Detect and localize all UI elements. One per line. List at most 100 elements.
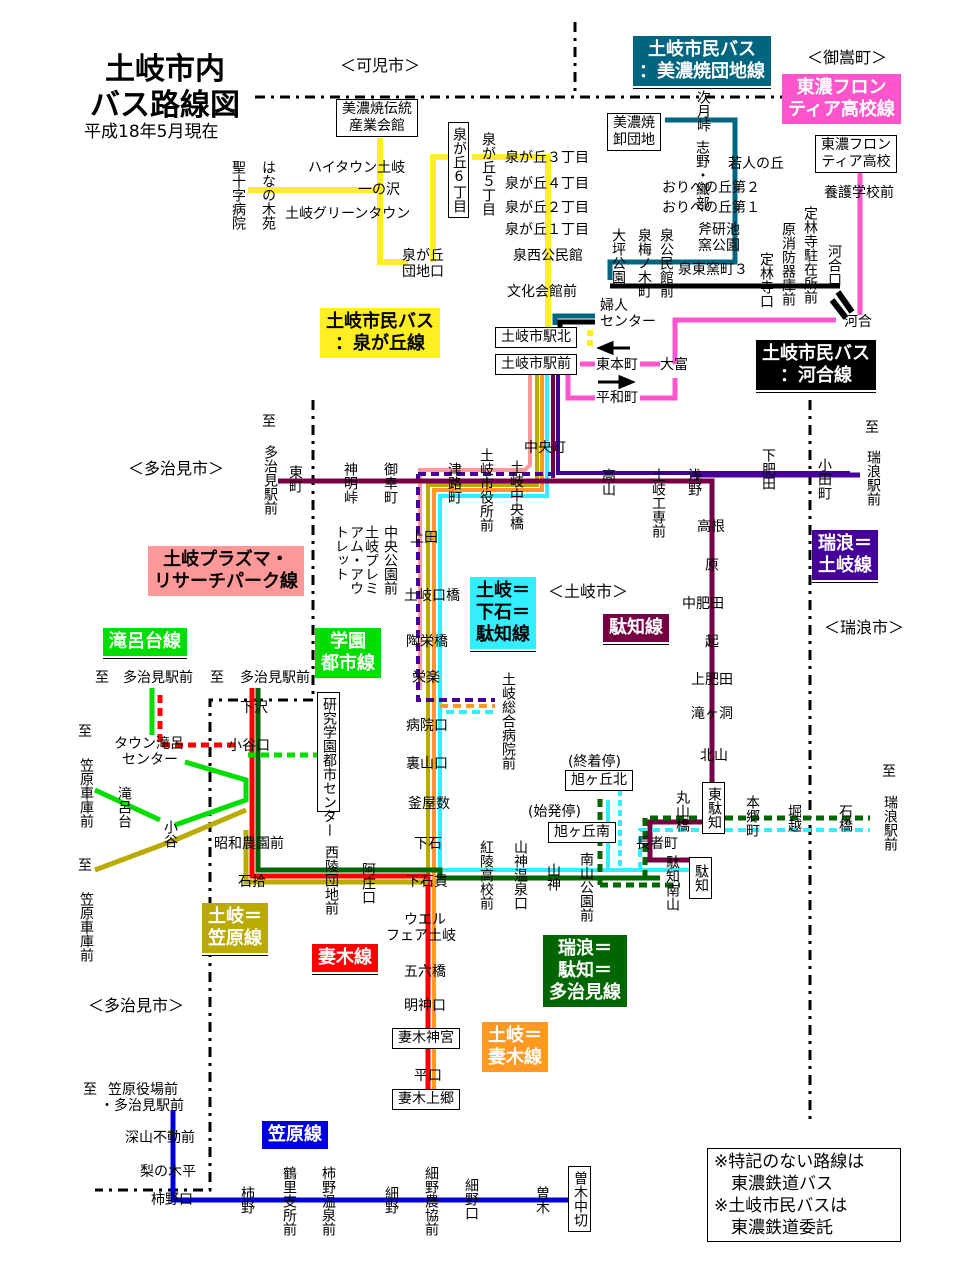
- stop-tsumagi-jingu[interactable]: 妻木神宮: [392, 1028, 460, 1049]
- stop-urayama[interactable]: 裏山口: [406, 756, 448, 772]
- badge-mizunami-dachi-tajimi[interactable]: 瑞浪＝駄知＝多治見線: [543, 935, 627, 1007]
- stop-showa[interactable]: 昭和農園前: [214, 836, 284, 852]
- stop-kawai-guchi[interactable]: 河合口: [826, 244, 842, 286]
- stop-izumi-higashi[interactable]: 泉東窯町３: [678, 262, 748, 278]
- stop-higashimoto[interactable]: 東本町: [596, 357, 638, 373]
- badge-frontier[interactable]: 東濃フロンティア高校線: [782, 74, 901, 124]
- stop-shino-oribe[interactable]: 志野・織部: [694, 140, 710, 210]
- stop-izumigaoka5[interactable]: 泉が丘５丁目: [480, 132, 496, 216]
- stop-sogi-nakagiri[interactable]: 曽木中切: [568, 1166, 591, 1232]
- stop-miyuki[interactable]: 御幸町: [382, 462, 398, 504]
- stop-dachi-minami[interactable]: 駄知南山: [664, 855, 680, 911]
- stop-yamagami-onsen[interactable]: 山神温泉口: [512, 840, 528, 910]
- stop-koda[interactable]: 小田町: [816, 458, 832, 500]
- stop-toki-eki-mae[interactable]: 土岐市駅前: [495, 354, 577, 375]
- stop-wel[interactable]: ウエルフェア土岐: [386, 912, 456, 944]
- badge-tsumagi[interactable]: 妻木線: [312, 944, 378, 974]
- stop-kamihida[interactable]: 上肥田: [691, 672, 733, 688]
- badge-dachi[interactable]: 駄知線: [603, 614, 669, 644]
- stop-asahigaoka-minami[interactable]: 旭ヶ丘南: [548, 822, 616, 843]
- badge-mizunami-toki[interactable]: 瑞浪＝土岐線: [812, 530, 878, 582]
- stop-asano[interactable]: 浅野: [686, 468, 702, 496]
- stop-chuo[interactable]: 中央町: [524, 440, 566, 456]
- stop-tsukiyoshi[interactable]: 次月峠: [695, 90, 711, 132]
- stop-kakinoguchi[interactable]: 柿野口: [151, 1192, 193, 1208]
- stop-horikoshi[interactable]: 堀越: [786, 804, 802, 832]
- stop-hara[interactable]: 原: [705, 558, 719, 574]
- stop-kotaniguchi[interactable]: 小谷口: [228, 738, 270, 754]
- stop-minoyaki-oroshi[interactable]: 美濃焼卸団地: [607, 113, 661, 151]
- stop-hosono-nokyo[interactable]: 細野農協前: [423, 1166, 439, 1236]
- stop-hightown[interactable]: ハイタウン土岐: [308, 160, 406, 176]
- stop-heiwa[interactable]: 平和町: [596, 390, 638, 406]
- stop-omiya[interactable]: 大富: [660, 357, 688, 373]
- stop-takane[interactable]: 高根: [697, 519, 725, 535]
- stop-koryo[interactable]: 紅陵高校前: [478, 840, 494, 910]
- stop-town-takiro[interactable]: タウン滝呂センター: [114, 736, 184, 768]
- stop-fujin[interactable]: 婦人センター: [600, 298, 656, 330]
- stop-takirodai[interactable]: 滝呂台: [116, 786, 132, 828]
- stop-minoyaki-dento[interactable]: 美濃焼伝統産業会館: [336, 99, 418, 137]
- stop-kamaya[interactable]: 釜屋数: [408, 796, 450, 812]
- stop-shimohida[interactable]: 下肥田: [760, 448, 776, 490]
- stop-shinmei[interactable]: 神明峠: [342, 462, 358, 504]
- stop-tokiguchi[interactable]: 土岐口橋: [404, 588, 460, 604]
- stop-takigahora[interactable]: 滝ヶ洞: [691, 706, 733, 722]
- stop-shobo[interactable]: 原消防器庫前: [780, 222, 796, 306]
- badge-gakuen[interactable]: 学園都市線: [315, 628, 381, 678]
- stop-tajimi-eki2[interactable]: 多治見駅前: [123, 670, 193, 686]
- badge-toki-shimoishi-dachi[interactable]: 土岐＝下石＝駄知線: [470, 577, 536, 651]
- stop-sogo-byoin[interactable]: 土岐総合病院前: [500, 672, 516, 770]
- stop-kenkyu-center[interactable]: 研究学園都市センター: [317, 692, 340, 837]
- stop-nakahida[interactable]: 中肥田: [682, 596, 724, 612]
- badge-takirodai[interactable]: 滝呂台線: [103, 628, 187, 658]
- stop-kasahara-shako1[interactable]: 笠原車庫前: [78, 758, 94, 828]
- stop-kakino-onsen[interactable]: 柿野温泉前: [320, 1166, 336, 1236]
- stop-premium-outlet[interactable]: 土岐プレミアム・アウトレット: [333, 525, 379, 595]
- badge-izumigaoka[interactable]: 土岐市民バス：泉が丘線: [320, 308, 440, 358]
- stop-mizunami-eki[interactable]: 瑞浪駅前: [865, 450, 881, 506]
- stop-oki[interactable]: 起: [705, 634, 719, 650]
- stop-sogi[interactable]: 曽木: [534, 1186, 550, 1214]
- stop-maruyama[interactable]: 丸山橋: [674, 790, 690, 832]
- stop-izumigaoka1[interactable]: 泉が丘１丁目: [505, 222, 589, 238]
- stop-ishihiroi[interactable]: 石拾: [238, 874, 266, 890]
- stop-taira[interactable]: 平口: [414, 1068, 442, 1084]
- stop-mizunami-eki2[interactable]: 瑞浪駅前: [882, 795, 898, 851]
- badge-minoyaki[interactable]: 土岐市民バス：美濃焼団地線: [633, 36, 771, 88]
- stop-ichinosawa[interactable]: 一の沢: [358, 182, 400, 198]
- stop-goroku[interactable]: 五六橋: [404, 964, 446, 980]
- stop-tajimi-eki3[interactable]: 多治見駅前: [240, 670, 310, 686]
- stop-izumigaoka4[interactable]: 泉が丘４丁目: [505, 176, 589, 192]
- stop-tsurusato[interactable]: 鶴里支所前: [281, 1166, 297, 1236]
- badge-kasahara[interactable]: 笠原線: [262, 1121, 328, 1149]
- stop-shimozawa[interactable]: 下沢: [240, 700, 268, 716]
- stop-toei[interactable]: 陶栄橋: [406, 634, 448, 650]
- stop-dachi[interactable]: 駄知: [689, 857, 712, 899]
- stop-shiyakusho[interactable]: 土岐市役所前: [478, 448, 494, 532]
- stop-greentown[interactable]: 土岐グリーンタウン: [285, 206, 411, 222]
- badge-toki-tsumagi[interactable]: 土岐＝妻木線: [482, 1022, 548, 1072]
- stop-byoin[interactable]: 病院口: [406, 718, 448, 734]
- stop-izumigaoka-danchi[interactable]: 泉が丘団地口: [402, 248, 444, 280]
- stop-kakino[interactable]: 柿野: [239, 1186, 255, 1214]
- stop-asahigaoka-kita[interactable]: 旭ヶ丘北: [565, 770, 633, 791]
- stop-hosonoguchi[interactable]: 細野口: [463, 1178, 479, 1220]
- stop-izumigaoka2[interactable]: 泉が丘２丁目: [505, 200, 589, 216]
- badge-toki-kasahara[interactable]: 土岐＝笠原線: [202, 903, 268, 955]
- stop-yamagami[interactable]: 山神: [545, 863, 561, 891]
- stop-kasahara-shako2[interactable]: 笠原車庫前: [78, 892, 94, 962]
- stop-shimoishi[interactable]: 下石: [414, 836, 442, 852]
- stop-ishibashi[interactable]: 石橋: [837, 804, 853, 832]
- stop-bunka[interactable]: 文化会館前: [507, 284, 577, 300]
- stop-tajimi-eki[interactable]: 多治見駅前: [262, 445, 278, 515]
- stop-minamiyama[interactable]: 南山公園前: [578, 852, 594, 922]
- stop-hosono[interactable]: 細野: [383, 1186, 399, 1214]
- stop-izumigaoka3[interactable]: 泉が丘３丁目: [505, 150, 589, 166]
- stop-otsubo[interactable]: 大坪公園: [610, 228, 626, 284]
- stop-asho[interactable]: 阿庄口: [360, 862, 376, 904]
- stop-kasahara-yakuba[interactable]: 笠原役場前・多治見駅前: [100, 1082, 184, 1114]
- stop-nishiryo[interactable]: 西陵団地前: [323, 845, 339, 915]
- stop-seijuji[interactable]: 聖十字病院: [230, 160, 246, 230]
- stop-kawai[interactable]: 河合: [844, 314, 872, 330]
